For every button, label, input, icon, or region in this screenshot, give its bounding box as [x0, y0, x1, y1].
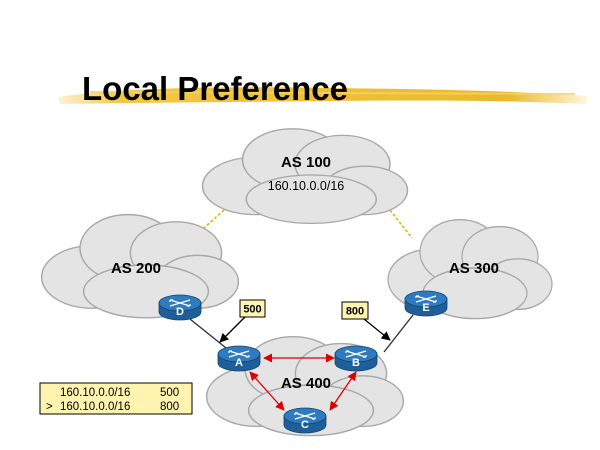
title-group: Local Preference — [58, 70, 588, 107]
callout-pref-a-value: 500 — [243, 304, 261, 316]
router-c-label: C — [301, 419, 309, 431]
router-a: A — [217, 345, 261, 372]
as100-label: AS 100 — [281, 154, 331, 171]
title-brush-streak — [89, 91, 576, 95]
callout-pref-b: 800 — [341, 301, 391, 341]
as300-label: AS 300 — [449, 260, 499, 277]
router-b-label: B — [352, 357, 360, 369]
ibgp-link-a-c — [249, 371, 285, 411]
ibgp-link-b-c — [329, 371, 357, 411]
routing-table: 160.10.0.0/16 500 > 160.10.0.0/16 800 — [39, 382, 193, 415]
routing-table-row-0-prefix: 160.10.0.0/16 — [60, 387, 130, 399]
routing-table-row: 160.10.0.0/16 500 — [60, 387, 179, 399]
router-e: E — [404, 290, 448, 317]
as200-label: AS 200 — [111, 260, 161, 277]
router-a-label: A — [235, 357, 243, 369]
router-b: B — [334, 345, 378, 372]
router-e-label: E — [422, 302, 429, 314]
cloud-as100 — [201, 128, 409, 225]
ibgp-links — [249, 353, 357, 411]
as400-label: AS 400 — [281, 375, 331, 392]
routers: A B C D E — [158, 290, 448, 434]
callout-pref-b-value: 800 — [346, 306, 364, 318]
as100-prefix: 160.10.0.0/16 — [268, 179, 345, 193]
routing-table-row-1-marker: > — [46, 401, 53, 413]
slide-title: Local Preference — [82, 70, 348, 107]
callout-pref-a: 500 — [219, 299, 266, 343]
routing-table-row-1-pref: 800 — [160, 401, 179, 413]
router-d-label: D — [176, 306, 184, 318]
routing-table-row-0-pref: 500 — [160, 387, 179, 399]
routing-table-row-1-prefix: 160.10.0.0/16 — [60, 401, 130, 413]
router-d: D — [158, 294, 202, 321]
router-c: C — [283, 407, 327, 434]
routing-table-row: > 160.10.0.0/16 800 — [46, 401, 179, 413]
